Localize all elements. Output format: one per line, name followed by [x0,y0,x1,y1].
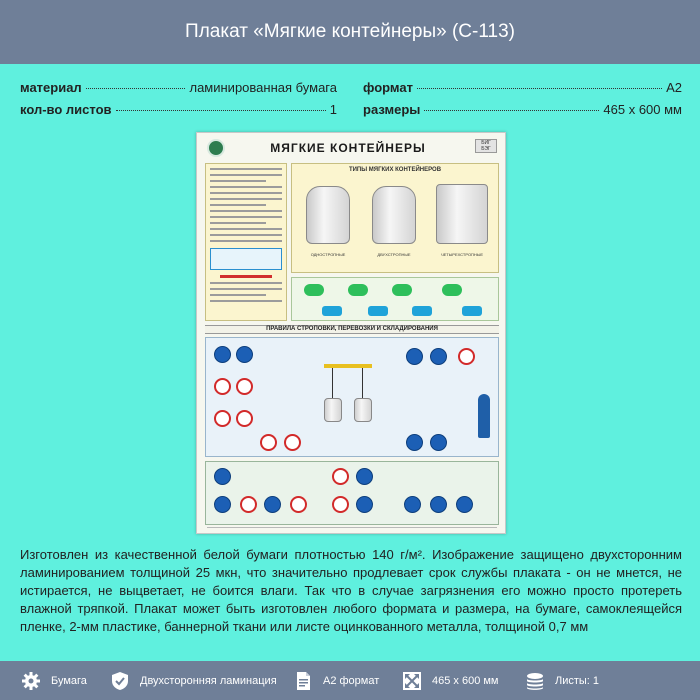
poster-image[interactable]: МЯГКИЕ КОНТЕЙНЕРЫ БИГ БЭГ ТИПЫ МЯГКИХ КО… [196,132,506,534]
feature-label: A2 формат [323,674,380,687]
features-bar: Бумага Двухсторонняя ламинация A2 формат… [0,661,700,700]
prohibition-sign-icon [214,410,231,427]
poster-warning-line [220,275,272,278]
spec-value: 1 [329,102,337,117]
prohibition-sign-icon [332,496,349,513]
spec-label: размеры [363,102,421,117]
prohibition-sign-icon [236,410,253,427]
prohibition-sign-icon [284,434,301,451]
shield-check-icon [110,671,130,691]
poster-subtitle: ТИПЫ МЯГКИХ КОНТЕЙНЕРОВ [348,167,442,173]
poster-transport-panel [205,461,499,525]
discharge-illustration [412,306,432,316]
mandatory-sign-icon [236,346,253,363]
poster-tag-line: БЭГ [481,146,491,152]
spec-format: формат A2 [363,80,682,98]
mandatory-sign-icon [430,434,447,451]
spec-label: материал [20,80,82,95]
forklift-sign-icon [264,496,281,513]
prohibition-sign-icon [240,496,257,513]
feature-format: A2 формат [293,671,379,691]
mandatory-sign-icon [456,496,473,513]
bag-illustration [306,186,350,244]
spec-size: размеры 465 х 600 мм [363,102,682,120]
crane-illustration [316,358,380,428]
worker-illustration [478,394,490,438]
poster-load-panel [291,277,499,321]
prohibition-sign-icon [290,496,307,513]
spec-value: 465 х 600 мм [603,102,682,117]
poster-text-column [205,163,287,321]
mandatory-sign-icon [430,496,447,513]
poster-footnote [207,527,497,530]
feature-label: 465 х 600 мм [432,674,499,687]
bag-caption: ЧЕТЫРЕХСТРОПНЫЕ [440,252,484,257]
poster-title: МЯГКИЕ КОНТЕЙНЕРЫ [270,141,426,155]
mandatory-sign-icon [406,434,423,451]
feature-size: 465 х 600 мм [402,671,499,691]
prohibition-sign-icon [332,468,349,485]
poster-types-panel: ТИПЫ МЯГКИХ КОНТЕЙНЕРОВ ОДНОСТРОПНЫЕ ДВУ… [291,163,499,273]
discharge-illustration [368,306,388,316]
bag-caption: ДВУХСТРОПНЫЕ [377,252,411,257]
load-illustration [304,284,324,296]
poster-info-box [210,248,282,270]
specs-table: материал ламинированная бумага кол-во ли… [20,80,682,120]
feature-label: Листы: 1 [555,674,600,687]
bag-illustration [372,186,416,244]
load-illustration [442,284,462,296]
mandatory-sign-icon [356,468,373,485]
forklift-sign-icon [214,496,231,513]
expand-arrows-icon [402,671,422,691]
document-icon [293,671,313,691]
feature-paper: Бумага [21,671,87,691]
load-illustration [392,284,412,296]
spec-value: ламинированная бумага [189,80,337,95]
discharge-illustration [322,306,342,316]
prohibition-sign-icon [458,348,475,365]
page-header: Плакат «Мягкие контейнеры» (С-113) [0,0,700,64]
prohibition-sign-icon [214,378,231,395]
discharge-illustration [462,306,482,316]
feature-lamination: Двухсторонняя ламинация [110,671,277,691]
spec-label: формат [363,80,413,95]
spec-value: A2 [666,80,682,95]
feature-label: Бумага [51,674,87,687]
feature-sheets: Листы: 1 [525,671,599,691]
load-illustration [348,284,368,296]
forklift-sign-icon [214,468,231,485]
poster-rules-panel [205,337,499,457]
layers-icon [525,671,545,691]
page-title: Плакат «Мягкие контейнеры» (С-113) [185,21,515,42]
prohibition-sign-icon [260,434,277,451]
gear-icon [21,671,41,691]
poster-subtitle: ПРАВИЛА СТРОПОВКИ, ПЕРЕВОЗКИ И СКЛАДИРОВ… [205,325,499,334]
dot-leader [85,88,186,89]
mandatory-sign-icon [356,496,373,513]
bag-illustration [436,184,488,244]
spec-material: материал ламинированная бумага [20,80,337,98]
feature-label: Двухсторонняя ламинация [140,674,277,687]
dot-leader [416,88,663,89]
mandatory-sign-icon [214,346,231,363]
prohibition-sign-icon [236,378,253,395]
bag-caption: ОДНОСТРОПНЫЕ [310,252,346,257]
dot-leader [115,110,326,111]
spec-sheets: кол-во листов 1 [20,102,337,120]
mandatory-sign-icon [404,496,421,513]
dot-leader [424,110,600,111]
poster-tag: БИГ БЭГ [475,139,497,153]
poster-logo [207,139,225,157]
product-description: Изготовлен из качественной белой бумаги … [20,547,682,634]
mandatory-sign-icon [406,348,423,365]
mandatory-sign-icon [430,348,447,365]
poster-tag-line: БИГ [481,140,491,146]
spec-label: кол-во листов [20,102,112,117]
